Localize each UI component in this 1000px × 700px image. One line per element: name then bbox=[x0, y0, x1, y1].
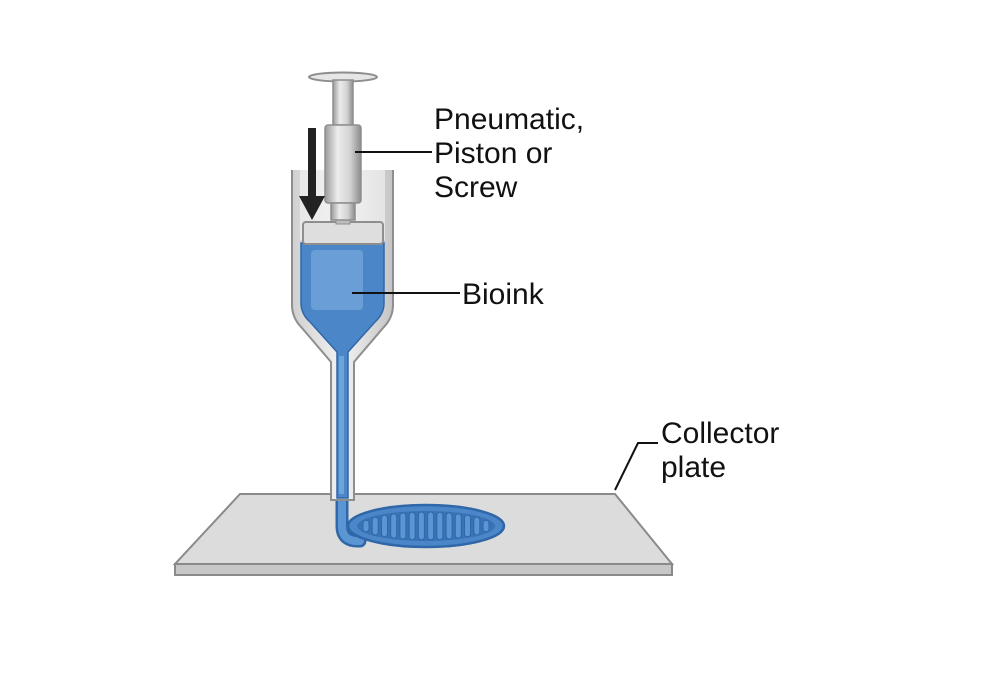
bioink-ridge bbox=[482, 519, 490, 533]
bioink-ridge bbox=[436, 511, 444, 541]
bioink-ridge bbox=[454, 513, 462, 539]
bioink-ridge bbox=[371, 516, 379, 536]
bioink-ridge bbox=[417, 511, 425, 541]
bioink-ridge bbox=[362, 519, 370, 533]
plunger-cap bbox=[302, 217, 384, 245]
printed-bioink-pattern bbox=[335, 491, 506, 549]
driver-label: Pneumatic, Piston or Screw bbox=[434, 103, 584, 204]
driver-label-line-3: Screw bbox=[434, 171, 518, 204]
bioink-ridge bbox=[464, 514, 471, 538]
bioink-label: Bioink bbox=[462, 278, 545, 311]
down-arrow-icon bbox=[299, 128, 325, 220]
collector-label-line-2: plate bbox=[661, 451, 726, 484]
bioink-reservoir bbox=[300, 242, 385, 499]
bioink-ridge bbox=[408, 511, 416, 541]
bioink-ridge bbox=[473, 516, 481, 536]
collector-label: Collector plate bbox=[661, 417, 779, 484]
plunger-icon bbox=[308, 71, 378, 221]
bioink-ridge bbox=[390, 513, 398, 539]
bioink-ridge bbox=[381, 514, 388, 538]
driver-label-line-2: Piston or bbox=[434, 137, 552, 170]
collector-leader bbox=[614, 442, 658, 491]
bioink-ridge bbox=[445, 512, 453, 540]
bioink-ridges bbox=[362, 511, 490, 541]
leader-lines bbox=[352, 151, 658, 491]
bioink-ridge bbox=[427, 511, 435, 541]
collector-label-line-1: Collector bbox=[661, 417, 779, 450]
driver-label-line-1: Pneumatic, bbox=[434, 103, 584, 136]
bioink-ridge bbox=[399, 512, 407, 540]
